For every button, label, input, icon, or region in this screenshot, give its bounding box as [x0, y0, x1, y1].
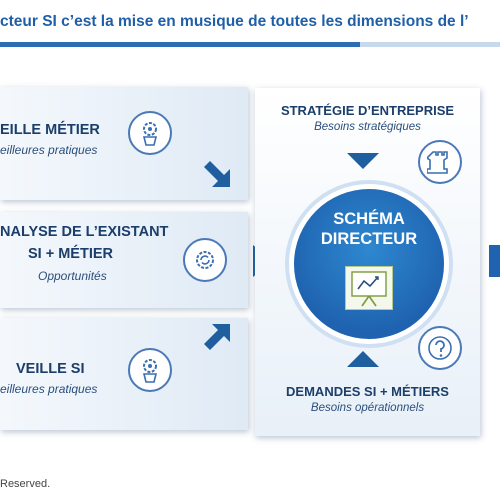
right-output-block	[489, 245, 500, 277]
gear-cycle-icon	[183, 238, 227, 282]
schema-line1: SCHÉMA	[333, 210, 405, 228]
demands-subtitle: Besoins opérationnels	[310, 402, 425, 414]
card-veille-si: VEILLE SI eilleures pratiques	[0, 318, 248, 430]
slide-title: cteur SI c’est la mise en musique de tou…	[0, 13, 469, 30]
card-title: EILLE MÉTIER	[0, 122, 100, 138]
card-subtitle: Opportunités	[38, 269, 107, 283]
presentation-board-icon	[345, 266, 393, 310]
arrow-down-icon	[347, 153, 379, 169]
card-title: VEILLE SI	[16, 361, 85, 377]
card-subtitle: eilleures pratiques	[0, 143, 98, 157]
gear-person-icon	[128, 111, 172, 155]
arrow-up-icon	[347, 351, 379, 367]
title-underline	[0, 42, 500, 47]
chess-rook-icon	[418, 140, 462, 184]
card-veille-metier: EILLE MÉTIER eilleures pratiques	[0, 87, 248, 200]
schema-directeur-circle	[294, 189, 444, 339]
card-analyse-existant: NALYSE DE L’EXISTANT SI + MÉTIER Opportu…	[0, 212, 248, 308]
demands-title: DEMANDES SI + MÉTIERS	[286, 384, 449, 399]
card-title: NALYSE DE L’EXISTANT	[0, 224, 169, 240]
gear-person-icon	[128, 348, 172, 392]
footer-text: Reserved.	[0, 478, 51, 490]
schema-directeur-label: SCHÉMA DIRECTEUR	[294, 209, 444, 249]
question-icon	[418, 326, 462, 370]
strategy-title: STRATÉGIE D’ENTREPRISE	[280, 103, 455, 118]
card-subtitle: eilleures pratiques	[0, 382, 98, 396]
arrow-down-right-icon	[204, 161, 230, 187]
strategy-subtitle: Besoins stratégiques	[314, 121, 421, 133]
card-title-line2: SI + MÉTIER	[28, 246, 114, 262]
arrow-up-right-icon	[204, 324, 230, 350]
schema-line2: DIRECTEUR	[320, 230, 418, 248]
